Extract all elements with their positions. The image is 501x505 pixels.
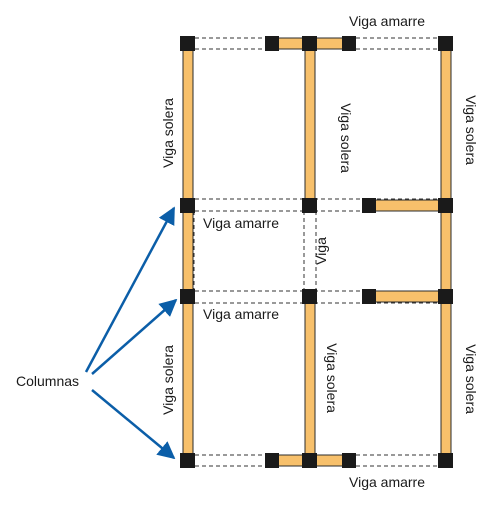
column [438,453,453,468]
label-viga-amarre-mid1: Viga amarre [203,215,279,231]
column [180,36,195,51]
beam-right-lower-horizontal [369,290,447,303]
label-viga-amarre-top: Viga amarre [349,13,425,29]
label-viga-solera-right-upper: Viga solera [463,95,479,165]
column [265,453,279,468]
label-viga-vertical: Viga [313,237,329,265]
column [302,198,317,213]
column [362,198,376,213]
label-viga-amarre-mid2: Viga amarre [203,306,279,322]
column-arrows [84,206,178,460]
column [302,453,317,468]
column [302,289,317,304]
label-viga-solera-center-lower: Viga solera [324,343,340,413]
column [438,289,453,304]
label-viga-solera-center-upper: Viga solera [338,103,354,173]
column [438,198,453,213]
column [180,198,195,213]
arrow-to-column-middle [91,298,178,375]
label-viga-solera-left-upper: Viga solera [160,98,176,168]
column [342,453,356,468]
label-viga-amarre-bottom: Viga amarre [349,474,425,490]
labels: Viga amarre Viga amarre Viga amarre Viga… [16,13,479,490]
column [362,289,376,304]
label-columnas: Columnas [16,373,79,389]
beam-left-lower [182,295,194,461]
column [438,36,453,51]
beam-left-upper [182,43,194,207]
arrow-to-column-upper [84,206,176,373]
beam-right-upper-horizontal [369,199,447,212]
column [265,36,279,51]
column [302,36,317,51]
beam-right-full [440,43,452,461]
beam-center-upper [304,43,316,207]
arrow-to-column-lower [91,389,176,460]
label-viga-solera-right-lower: Viga solera [463,344,479,414]
beam-left-middle [182,205,194,297]
label-viga-solera-left-lower: Viga solera [160,345,176,415]
column [180,453,195,468]
columns [180,36,453,468]
beam-center-lower [304,295,316,461]
column [342,36,356,51]
column [180,289,195,304]
